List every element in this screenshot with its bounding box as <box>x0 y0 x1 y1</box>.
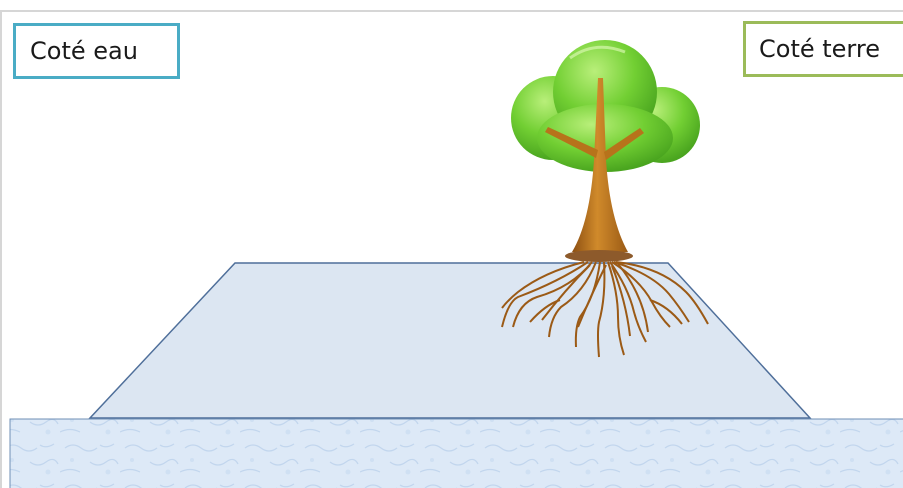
water-side-label: Coté eau <box>13 23 180 79</box>
platform-shape <box>90 263 810 418</box>
water-band <box>10 419 903 488</box>
land-side-label: Coté terre <box>743 21 903 77</box>
water-side-text: Coté eau <box>30 37 138 65</box>
land-side-text: Coté terre <box>759 35 880 63</box>
